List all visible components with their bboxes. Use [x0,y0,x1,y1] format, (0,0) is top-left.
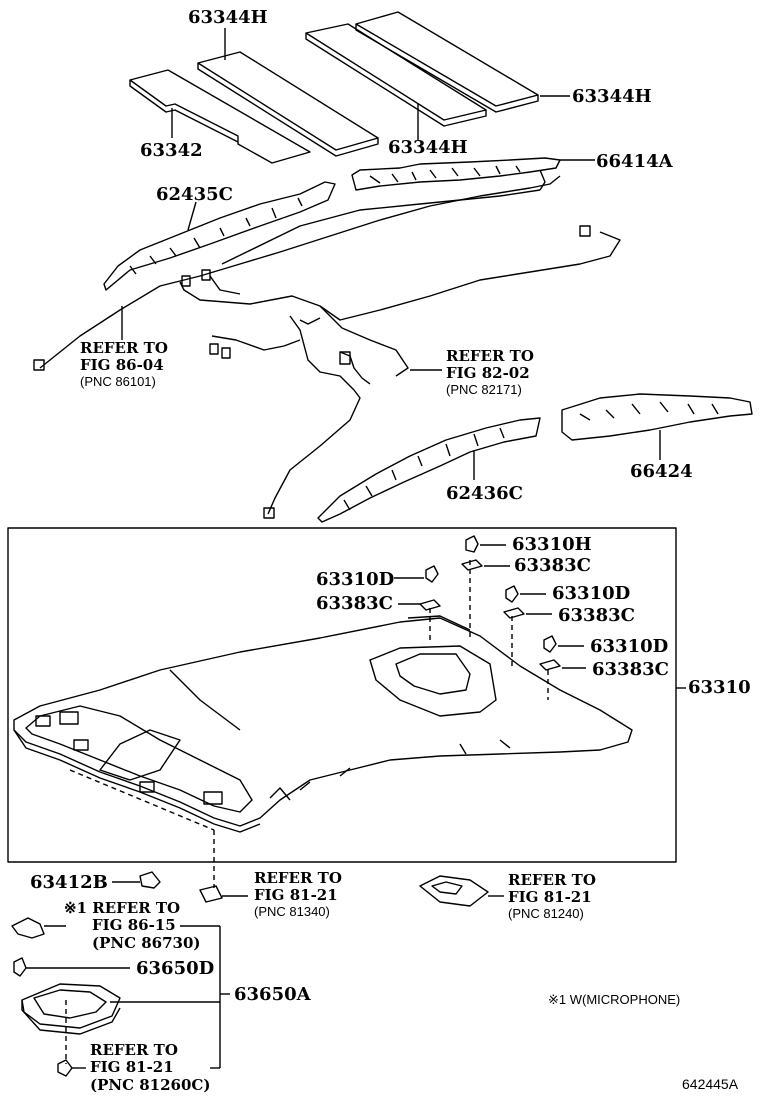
label-63383C-b: 63383C [316,593,393,614]
pad-63342 [129,69,311,164]
label-66414A: 66414A [596,151,673,172]
ref-line1: REFER TO [90,1041,178,1059]
label-63310D-b: 63310D [552,583,631,604]
label-63310: 63310 [688,677,751,698]
harness-66414A [351,157,561,191]
console-63650A [21,983,121,1035]
label-63310D-a: 63310D [316,569,395,590]
harness-62435C [103,181,336,291]
ref-fig-86-04: REFER TO FIG 86-04 (PNC 86101) [80,339,168,389]
label-63412B: 63412B [30,872,108,893]
ref-pnc: (PNC 81240) [508,905,584,921]
label-63344H-right: 63344H [572,86,652,107]
ref-line2: FIG 81-21 [90,1058,174,1077]
ref-line1: ※1 REFER TO [64,899,181,917]
ref-line2: FIG 81-21 [254,886,338,905]
label-63310D-c: 63310D [590,636,669,657]
ref-fig-81-21-a: REFER TO FIG 81-21 (PNC 81340) [254,869,342,919]
label-63344H-top: 63344H [188,7,268,28]
pad-63344H-right [355,11,539,113]
diagram-code: 642445A [682,1076,739,1092]
ref-fig-81-21-b: REFER TO FIG 81-21 (PNC 81240) [508,871,596,921]
lamp-81340 [199,885,223,903]
clip-63310D-a [425,565,439,583]
label-63383C-d: 63383C [592,659,669,680]
microphone-86730 [11,917,45,939]
ref-pnc: (PNC 86101) [80,373,156,389]
wire-harness [39,175,561,369]
label-63344H-mid: 63344H [388,137,468,158]
ref-line1: REFER TO [446,347,534,365]
label-63650D: 63650D [136,958,215,979]
pad-63344H-top [197,51,379,157]
lamp-81240 [419,875,489,907]
harness-66424 [561,393,753,441]
clip-63310H [465,535,479,553]
clip-63412B [139,871,161,889]
ref-fig-82-02: REFER TO FIG 82-02 (PNC 82171) [446,347,534,397]
retainer-63383C-a [461,559,483,571]
ref-line2: FIG 86-04 [80,356,164,375]
label-62435C: 62435C [156,184,233,205]
ref-line2: FIG 86-15 [92,916,176,935]
label-62436C: 62436C [446,483,523,504]
lamp-81260C [57,1059,73,1077]
footnote: ※1 W(MICROPHONE) [548,992,681,1007]
clip-63310D-c [543,635,557,653]
ref-line1: REFER TO [508,871,596,889]
label-66424: 66424 [630,461,693,482]
headliner-63310 [13,615,633,833]
ref-fig-86-15: ※1 REFER TO FIG 86-15 (PNC 86730) [64,899,201,952]
retainer-63383C-b [419,599,441,611]
ref-line1: REFER TO [80,339,168,357]
clip-63310D-b [505,585,519,603]
harness-62436C [317,417,541,523]
label-63310H: 63310H [512,534,592,555]
clip-63650D [13,957,27,977]
ref-pnc: (PNC 86730) [92,933,201,952]
retainer-63383C-c [503,607,525,619]
ref-pnc: (PNC 81260C) [90,1075,211,1094]
label-63342: 63342 [140,140,203,161]
retainer-63383C-d [539,659,561,671]
label-63383C-c: 63383C [558,605,635,626]
label-63650A: 63650A [234,984,311,1005]
ref-pnc: (PNC 81340) [254,903,330,919]
pad-63344H-mid [305,23,487,127]
ref-line1: REFER TO [254,869,342,887]
ref-pnc: (PNC 82171) [446,381,522,397]
headliner-group-frame [7,527,677,863]
ref-line2: FIG 82-02 [446,364,530,383]
label-63383C-a: 63383C [514,555,591,576]
ref-fig-81-21-c: REFER TO FIG 81-21 (PNC 81260C) [90,1041,211,1094]
ref-line2: FIG 81-21 [508,888,592,907]
